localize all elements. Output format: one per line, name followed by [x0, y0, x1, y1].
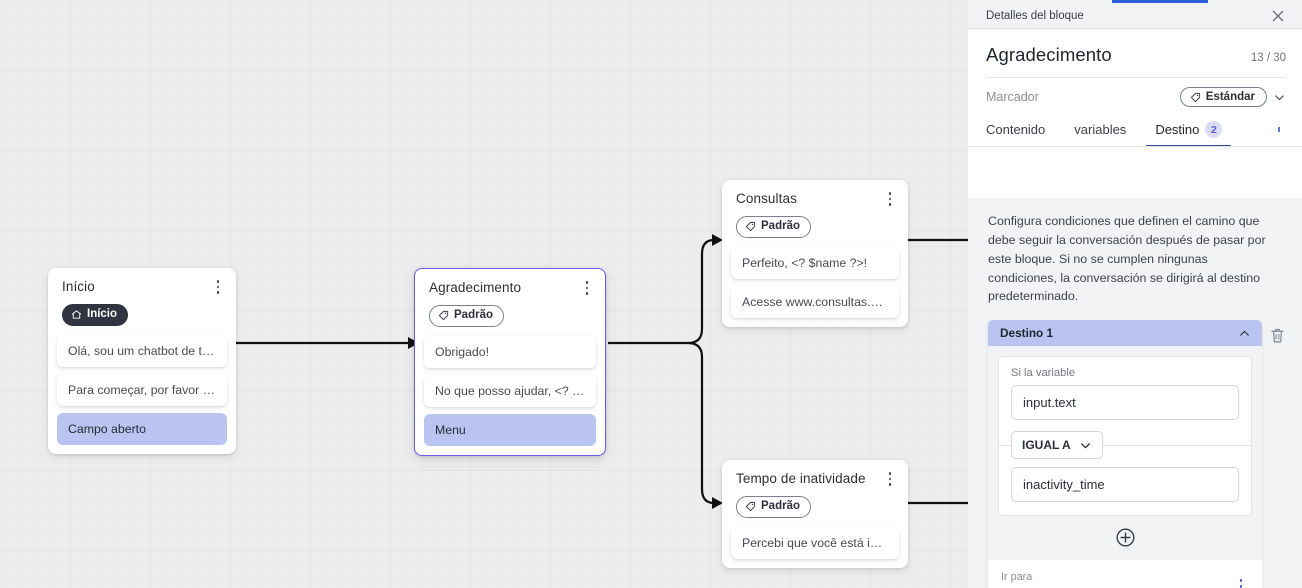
- node-message[interactable]: Acesse www.consultas.com par...: [731, 285, 899, 318]
- node-menu-icon[interactable]: [580, 280, 594, 296]
- node-title: Tempo de inatividade: [736, 471, 866, 486]
- tag-icon: [1190, 92, 1200, 102]
- node-chip-padrao[interactable]: Padrão: [429, 304, 504, 327]
- goto-text: Ir para Falta del tiempo: [1001, 571, 1101, 588]
- node-chip-label: Início: [87, 307, 118, 320]
- close-icon[interactable]: [1270, 8, 1286, 24]
- chevron-down-icon: [1080, 442, 1090, 449]
- plus-circle-icon[interactable]: [1115, 527, 1136, 548]
- node-chip-padrao[interactable]: Padrão: [736, 215, 811, 238]
- node-chip-padrao[interactable]: Padrão: [736, 495, 811, 518]
- destination-header-label: Destino 1: [1000, 326, 1054, 341]
- node-message[interactable]: Perfeito, <? $name ?>!: [731, 246, 899, 279]
- char-counter: 13 / 30: [1250, 52, 1286, 64]
- condition-card: Si la variable IGUAL A: [998, 356, 1252, 517]
- top-progress-bar: [1112, 0, 1208, 3]
- flow-node-consultas[interactable]: Consultas Padrão Perfeito, <? $name ?>! …: [722, 180, 908, 327]
- operator-label: IGUAL A: [1022, 438, 1071, 453]
- compare-value-input[interactable]: [1011, 467, 1239, 503]
- marker-chip[interactable]: Estándar: [1179, 87, 1267, 107]
- tab-destino[interactable]: Destino 2: [1146, 121, 1232, 147]
- node-message-highlighted[interactable]: Menu: [424, 413, 596, 447]
- variable-input[interactable]: [1011, 385, 1239, 421]
- tag-icon: [745, 502, 756, 512]
- goto-card[interactable]: Ir para Falta del tiempo: [988, 560, 1262, 588]
- destination-header[interactable]: Destino 1: [988, 320, 1262, 347]
- node-header: Consultas Padrão: [722, 180, 908, 247]
- node-messages: Percebi que você está inativo. C...: [722, 526, 908, 568]
- tag-icon: [745, 222, 756, 232]
- node-header: Tempo de inatividade Padrão: [722, 460, 908, 527]
- node-chip-label: Padrão: [761, 219, 800, 232]
- operator-row: IGUAL A: [999, 427, 1251, 463]
- marker-controls: Estándar: [1179, 87, 1286, 107]
- divider: [986, 77, 1286, 78]
- destination-wrapper: Destino 1 Si la variable: [968, 306, 1302, 588]
- block-details-panel: Detalles del bloque Agradecimento 13 / 3…: [968, 0, 1302, 588]
- tag-icon: [438, 311, 449, 321]
- chevron-down-icon[interactable]: [1273, 91, 1286, 104]
- node-message[interactable]: Obrigado!: [424, 335, 596, 368]
- node-message-highlighted[interactable]: Campo aberto: [57, 412, 227, 446]
- node-chip-label: Padrão: [454, 308, 493, 321]
- panel-topbar-title: Detalles del bloque: [986, 9, 1084, 22]
- tabs-underline: [968, 146, 1302, 147]
- tab-label: Contenido: [986, 122, 1046, 137]
- tab-contenido[interactable]: Contenido: [986, 122, 1045, 146]
- panel-header: Agradecimento 13 / 30 Marcador Estándar: [968, 30, 1302, 107]
- chevron-up-icon[interactable]: [1238, 327, 1251, 340]
- destination-card: Destino 1 Si la variable: [988, 320, 1262, 588]
- tab-badge: 2: [1205, 121, 1223, 138]
- marker-chip-label: Estándar: [1205, 91, 1255, 103]
- helper-text: Configura condiciones que definen el cam…: [988, 214, 1266, 304]
- tab-label: variables: [1074, 122, 1127, 137]
- node-menu-icon[interactable]: [883, 471, 897, 487]
- node-message[interactable]: Para começar, por favor digite o ...: [57, 373, 227, 406]
- destination-body: Si la variable IGUAL A: [988, 346, 1262, 561]
- panel-title-row: Agradecimento 13 / 30: [986, 44, 1286, 66]
- tab-label: Destino: [1155, 122, 1200, 137]
- page-title: Agradecimento: [986, 44, 1112, 65]
- more-vertical-icon[interactable]: [1234, 578, 1248, 588]
- flow-node-agradecimento[interactable]: Agradecimento Padrão Obrigado! No que po…: [414, 268, 606, 457]
- node-messages: Obrigado! No que posso ajudar, <? $name …: [415, 335, 605, 455]
- panel-surface: Agradecimento 13 / 30 Marcador Estándar: [968, 30, 1302, 588]
- add-condition-row: [998, 516, 1252, 561]
- node-menu-icon[interactable]: [883, 191, 897, 207]
- node-title: Agradecimento: [429, 280, 522, 295]
- flow-node-tempo-inatividade[interactable]: Tempo de inatividade Padrão Percebi que …: [722, 460, 908, 568]
- goto-value: Falta del tiempo: [1001, 585, 1101, 588]
- panel-content: Configura condiciones que definen el cam…: [968, 198, 1302, 588]
- node-title: Início: [62, 279, 95, 294]
- node-menu-icon[interactable]: [211, 279, 225, 295]
- panel-tabs: Contenido variables Destino 2: [968, 107, 1302, 147]
- node-messages: Olá, sou um chatbot de teste! Para começ…: [48, 334, 236, 454]
- node-chip-label: Padrão: [761, 499, 800, 512]
- node-header: Agradecimento Padrão: [415, 269, 605, 336]
- node-messages: Perfeito, <? $name ?>! Acesse www.consul…: [722, 246, 908, 327]
- flow-node-inicio[interactable]: Início Início Olá, sou um chatbot de tes…: [48, 268, 236, 455]
- node-header: Início Início: [48, 268, 236, 335]
- node-message[interactable]: Olá, sou um chatbot de teste!: [57, 334, 227, 367]
- more-vertical-icon[interactable]: [1272, 126, 1286, 142]
- node-message[interactable]: No que posso ajudar, <? $name ...: [424, 374, 596, 407]
- marker-label: Marcador: [986, 90, 1039, 104]
- node-chip-inicio[interactable]: Início: [62, 303, 129, 326]
- tab-variables[interactable]: variables: [1074, 122, 1126, 146]
- home-icon: [71, 310, 82, 319]
- operator-select[interactable]: IGUAL A: [1011, 431, 1103, 460]
- trash-icon[interactable]: [1269, 326, 1286, 345]
- node-message[interactable]: Percebi que você está inativo. C...: [731, 526, 899, 559]
- condition-label: Si la variable: [1011, 367, 1076, 380]
- panel-topbar: Detalles del bloque: [968, 3, 1302, 29]
- goto-label: Ir para: [1001, 571, 1033, 584]
- flow-canvas[interactable]: Início Início Olá, sou um chatbot de tes…: [0, 0, 968, 588]
- node-title: Consultas: [736, 191, 797, 206]
- marker-row: Marcador Estándar: [986, 78, 1286, 107]
